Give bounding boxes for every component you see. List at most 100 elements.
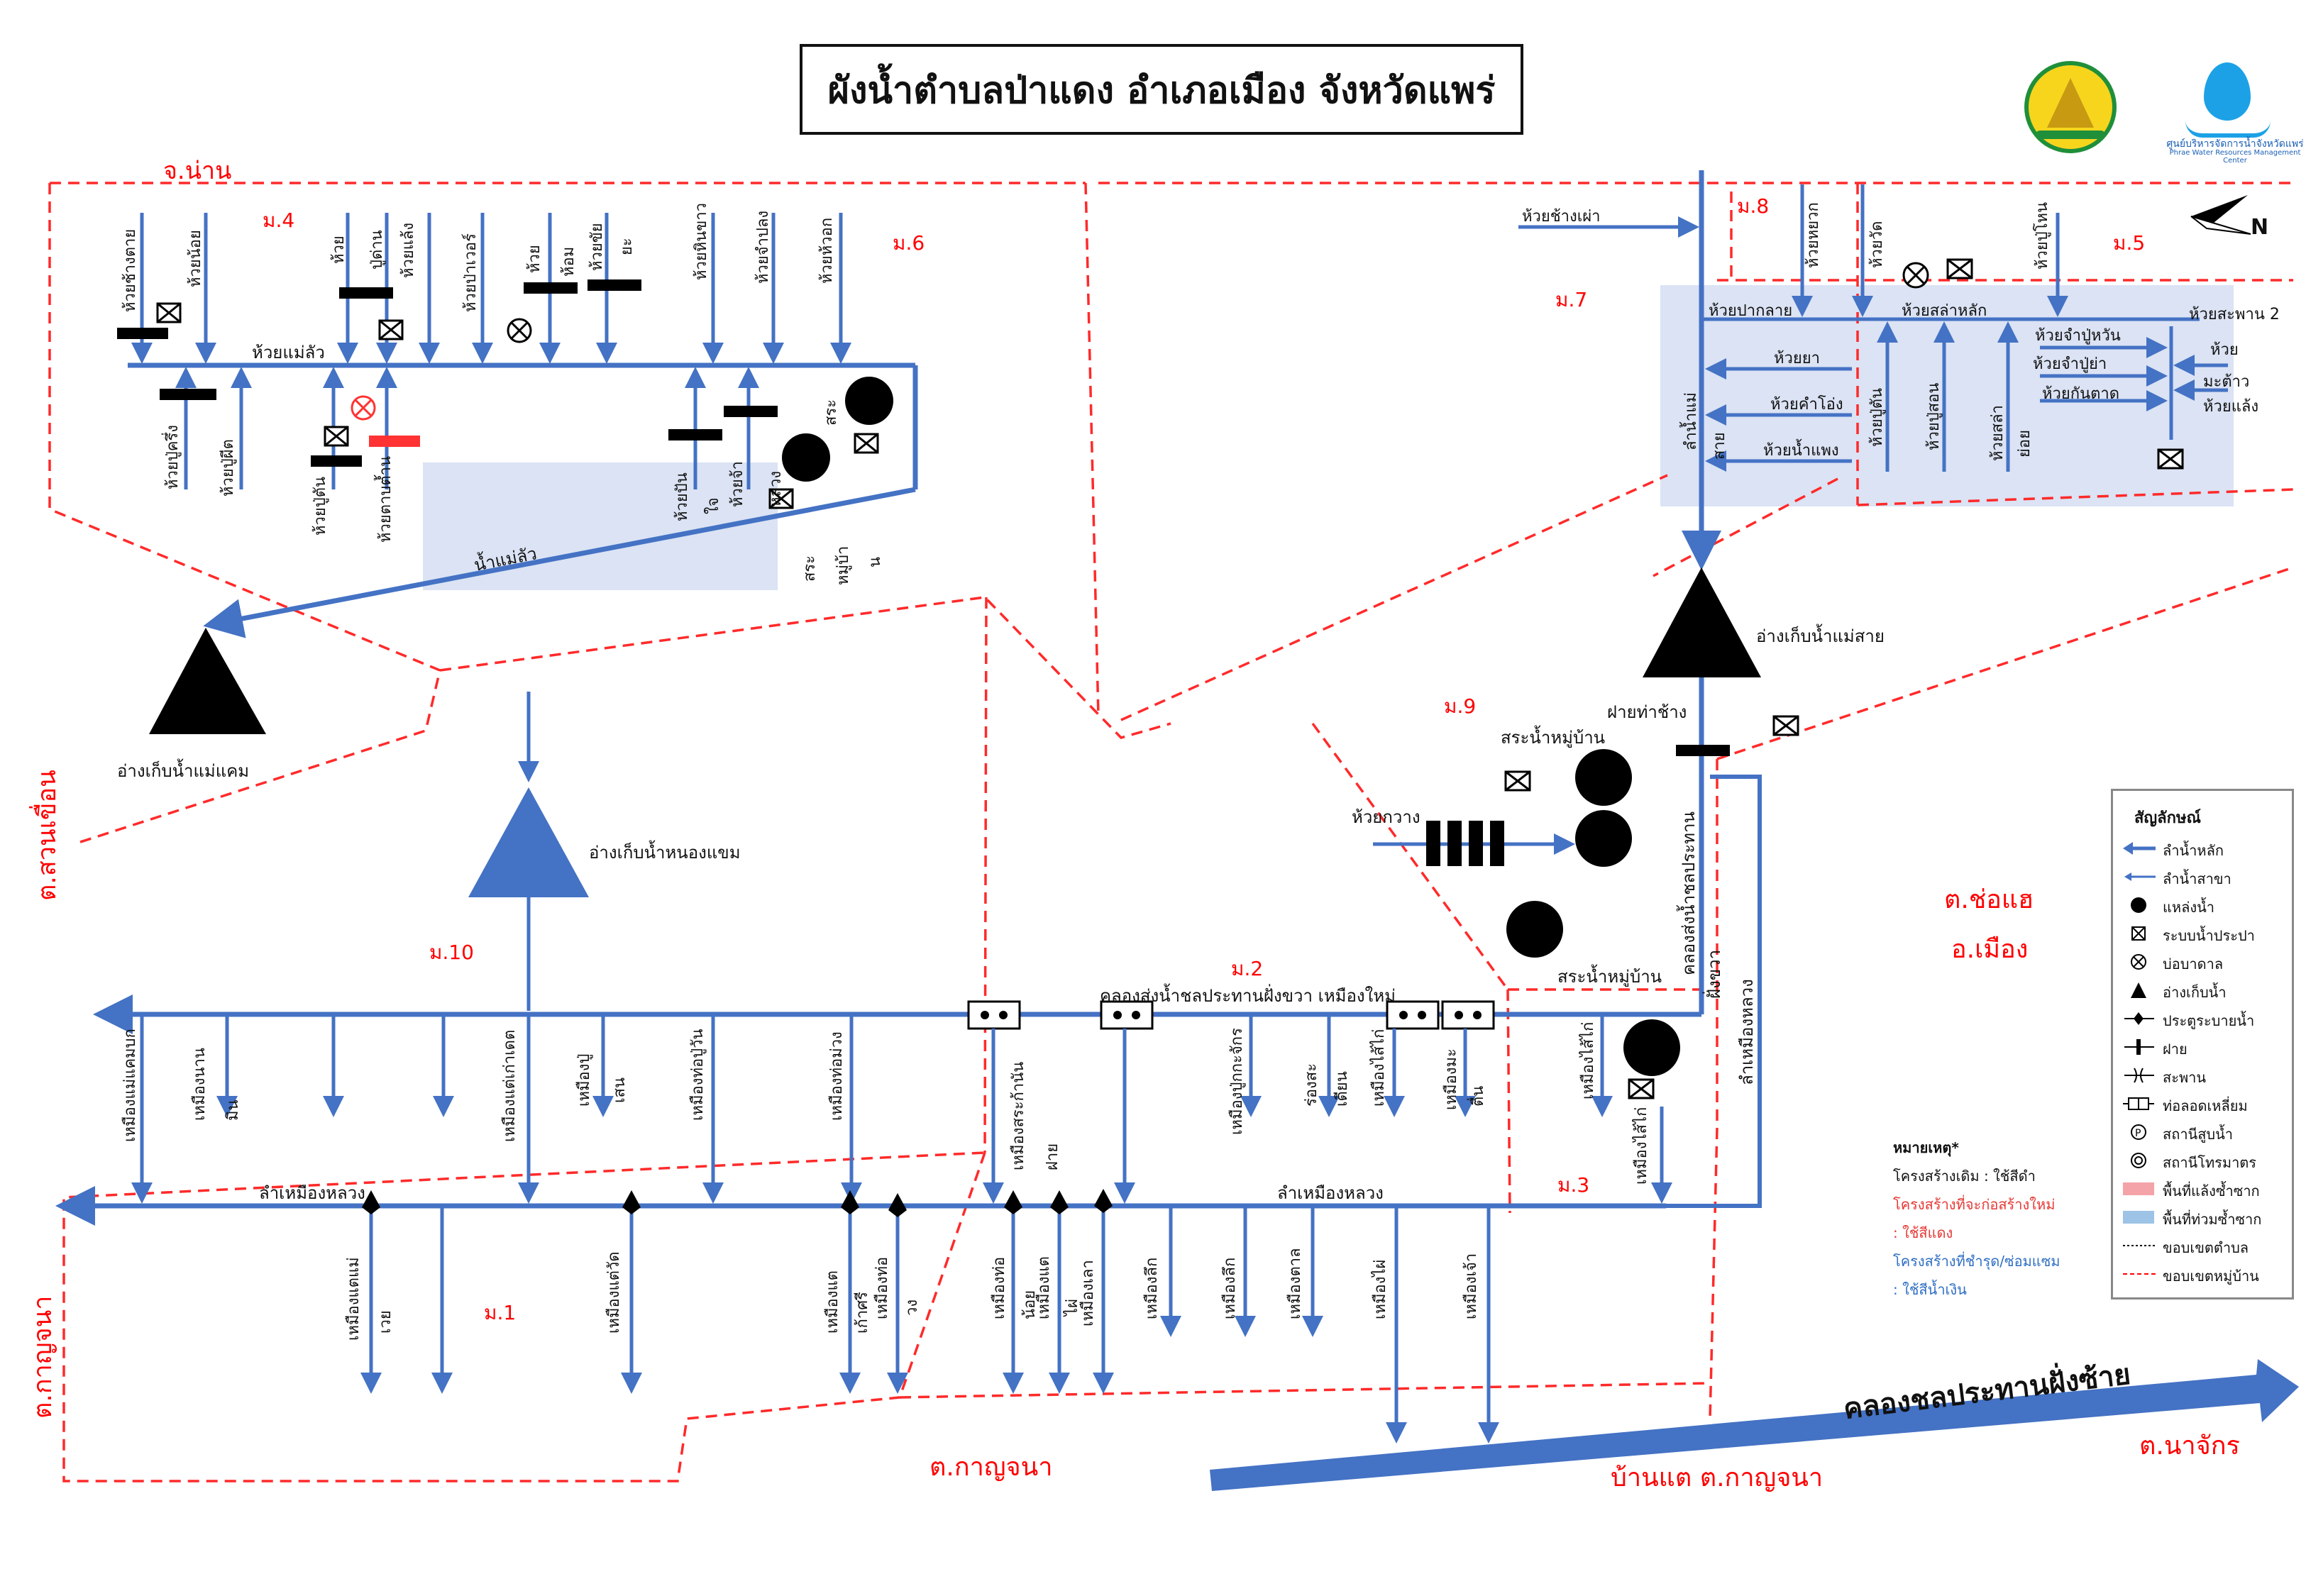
village-boundary-icon [2123,1273,2156,1275]
legend-item: ลำน้ำสาขา [2163,870,2231,887]
left-bottom-stream: ห้วยปัน [673,472,691,521]
notes-line: : ใช้สีน้ำเงิน [1893,1281,1967,1298]
legend-item: พื้นที่ท่วมซ้ำซาก [2163,1211,2262,1228]
lower-ditch: เหมืองท่อ [991,1257,1008,1319]
groundwater-well-icon [2131,954,2146,970]
right-inner-stream: ห้วยคำโอ่ง [1770,395,1843,414]
lower-ditch: เหมืองแต [824,1270,842,1334]
lower-ditch: เหมืองท่อ [873,1257,891,1319]
village-m7: ม.7 [1555,288,1587,311]
right-inner-stream: ห้วยน้ำแพง [1763,439,1839,460]
left-zone-rivers [128,362,918,638]
bridge-icon [2124,1068,2154,1083]
lower-ditch: เหมืองลึก [1221,1258,1239,1319]
water-drop-icon [2204,62,2251,121]
lower-ditch: เหมืองแต [1035,1256,1053,1319]
lower-ditch: เหมืองแตแม่ [345,1257,363,1341]
flood-area-icon [2123,1211,2154,1224]
region-ban-tae: บ้านแต ต.กาญจนา [1611,1463,1823,1492]
lower-ditch-labels: เหมืองแตแม่ เวย เหมืองแต่วัด เหมืองแต เก… [345,1248,1480,1341]
upper-ditch: เหมืองแต่เก่าเดต [501,1030,519,1142]
left-zone-tributaries [131,213,851,489]
logo-text-1: ศูนย์บริหารจัดการน้ำจังหวัดแพร่ [2166,138,2304,150]
left-bank-canal-arrow [1210,1359,2299,1491]
drought-area-icon [2123,1182,2154,1195]
upper-ditch: มิน [224,1099,242,1121]
upper-ditch: เหมืองปู่ [575,1054,593,1107]
region-kanchana-bottom: ต.กาญจนา [929,1453,1052,1482]
right-edge-stream: ห้วย [2210,341,2239,359]
left-top-stream: ปู่ด่าน [368,230,386,270]
notes-line: : ใช้สีแดง [1893,1224,1953,1241]
weir-label: ฝายท่าช้าง [1607,702,1687,722]
water-source-icon [2131,897,2146,913]
left-bottom-stream: ห้วยปู่ตัน [311,477,329,536]
legend-item: ขอบเขตหมู่บ้าน [2163,1268,2259,1285]
notes-line: โครงสร้างเดิม : ใช้สีดำ [1893,1168,2036,1185]
left-top-stream: ห้วยน้อย [187,230,204,287]
legend-item: ฝาย [2163,1041,2188,1058]
village-m1: ม.1 [484,1301,516,1324]
left-top-stream: ห้วยป่าเวอร์ [462,233,480,312]
village-m9: ม.9 [1444,694,1476,718]
tributary-icon [2124,872,2156,881]
page-title: ผังน้ำตำบลป่าแดง อำเภอเมือง จังหวัดแพร่ [800,44,1523,135]
lam-muang-luang-v: ลำเหมืองหลวง [1737,979,1757,1085]
upper-ditch: เหมืองท่อปู่วัน [689,1029,707,1121]
legend-item: สถานีสูบน้ำ [2163,1126,2234,1143]
region-kanchana-left: ต.กาญจนา [28,1296,57,1419]
village-m10: ม.10 [429,941,474,964]
right-inner-stream: ห้วยยา [1774,350,1820,367]
compass-n: N [2251,215,2268,240]
svg-text:P: P [2135,1128,2141,1139]
lower-ditch: เก้าศรี [854,1292,871,1334]
lower-ditch: เหมืองตาล [1286,1248,1304,1319]
right-zone-structures [1504,258,2184,1099]
pond-village-1: สระน้ำหมู่บ้าน [1501,725,1605,748]
lower-ditch: น้อย [1021,1290,1039,1319]
canal-culverts [967,1000,1495,1030]
right-vertical-label: ห้วยปู่ตัน [1868,388,1886,447]
upper-ditch: เดียน [1333,1071,1351,1107]
logo-text-2: Phrae Water Resources Management Center [2169,149,2301,165]
sluice-gate-icon [2124,1012,2154,1025]
right-side-stream: ห้วยจำปู่หวัน [2035,327,2121,345]
right-junction: ห้วยสล่าหลัก [1902,302,1987,320]
right-side-stream: ห้วยจำปู่ย่า [2033,355,2107,373]
legend-item: อ่างเก็บน้ำ [2163,984,2227,1001]
label-huai-mae-lua: ห้วยแม่ลัว [252,343,325,362]
lower-ditch: เหมืองไผ่ [1371,1260,1389,1319]
pond-label: น [866,557,884,567]
right-top-stream: ห้วยวัด [1868,221,1886,268]
left-top-stream: ห้วยช้างตาย [121,229,139,312]
left-top-stream: ห้วย [330,235,348,264]
lower-ditch: เหมืองเจ้า [1462,1253,1480,1319]
right-side-stream: ห้วยกันตาด [2042,385,2119,403]
left-top-stream: ห้อม [560,247,578,277]
legend-item: สถานีโทรมาตร [2163,1154,2257,1171]
upper-ditch: เหมืองไส้ไก่ [1579,1022,1597,1099]
inflow-huai-kwang: ห้วยกวาง [1352,807,1420,827]
boundary-lines [48,182,2294,1483]
weir-icon [2124,1039,2154,1055]
reservoir-mae-sai: อ่างเก็บน้ำแม่สาย [1756,624,1885,646]
pond-label: สระ [822,399,840,426]
upper-ditch: เหมืองไส้ไก่ [1632,1107,1650,1185]
region-na-chak: ต.นาจักร [2139,1431,2240,1461]
left-top-stream: ห้วยหินขาว [693,203,710,280]
irrigation-canal-v: คลองส่งน้ำชลประทาน [1676,811,1699,975]
upper-ditch: เหมืองปู่กกะจักร [1228,1028,1246,1135]
right-vertical-label: ย่อย [2016,430,2034,458]
compass-icon [2190,195,2251,235]
legend-item: แหล่งน้ำ [2163,899,2214,916]
lower-ditch: เหมืองเลา [1079,1260,1097,1326]
right-junction: ห้วยปากลาย [1709,302,1792,320]
left-top-stream: ห้วยแล้ง [399,223,417,278]
upper-ditch-lines [131,1014,1672,1204]
province-seal-logo [2024,61,2117,153]
left-bottom-stream: ห้วยจ้า [729,461,746,507]
reservoir-icon [2131,982,2146,998]
legend-item: ขอบเขตตำบล [2163,1239,2249,1256]
left-top-stream: ยะ [618,238,636,255]
right-vertical-label: ลำน้ำแม่ [1679,392,1700,450]
